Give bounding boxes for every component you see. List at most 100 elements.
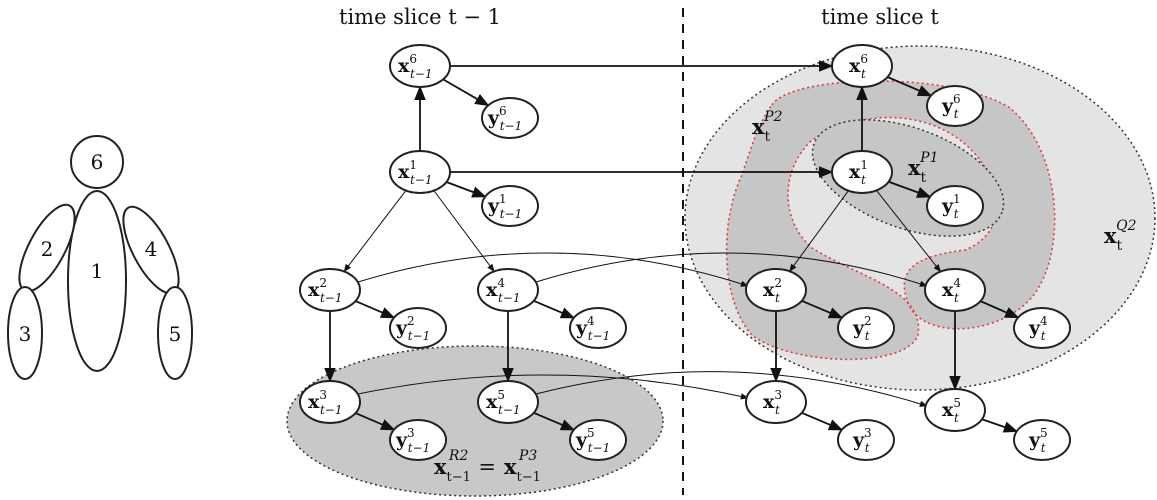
edge-tree-xc1-xc4 (876, 190, 942, 273)
node-circle-xc1 (831, 150, 893, 194)
body-part-model: 6 2 1 4 3 5 (7, 135, 193, 380)
node-circle-xc3 (745, 380, 807, 424)
body-part-label-6: 6 (91, 150, 104, 174)
node-circle-yc1 (926, 185, 984, 227)
edge-obs-xp4 (533, 300, 576, 319)
edge-obs-xc3 (801, 412, 844, 431)
node-circle-xc2 (745, 268, 807, 312)
edge-tree-xp1-xp2 (343, 190, 407, 273)
edge-tree-xp1-xp4 (433, 190, 495, 273)
body-part-1 (67, 190, 127, 372)
edge-obs-xc6 (887, 76, 933, 97)
edge-obs-xp3 (355, 412, 396, 431)
region-label-R2: xt−1R2=xt−1P3 (434, 448, 541, 485)
node-circle-yp2 (389, 307, 447, 349)
node-circle-yc3 (837, 419, 895, 461)
slice-label-curr: time slice t (821, 5, 939, 29)
body-part-label-5: 5 (169, 322, 182, 346)
body-part-label-1: 1 (91, 259, 104, 283)
edges (324, 60, 1020, 433)
regions (286, 45, 1156, 497)
node-circle-xp3 (299, 380, 361, 424)
region-R2 (286, 345, 664, 497)
node-circle-yp5 (569, 419, 627, 461)
node-circle-xp5 (477, 380, 539, 424)
edge-obs-xp2 (355, 300, 396, 319)
node-circle-yp4 (569, 307, 627, 349)
edge-obs-xp5 (533, 412, 576, 431)
edge-time-xp5 (535, 371, 928, 407)
node-circle-yc5 (1013, 419, 1071, 461)
edge-obs-xp1 (446, 181, 487, 198)
body-part-5 (157, 286, 193, 380)
region-labels: xtP2 xtP1 xtQ2 xt−1R2=xt−1P3 (434, 109, 1137, 485)
node-circle-xc4 (924, 268, 986, 312)
body-part-3 (7, 286, 43, 380)
body-part-label-3: 3 (19, 322, 32, 346)
region-label-P1: xtP1 (908, 150, 939, 186)
edge-obs-xp6 (442, 78, 490, 107)
node-circle-xc6 (831, 44, 893, 88)
node-circle-xp2 (299, 268, 361, 312)
edge-obs-xc1 (888, 180, 932, 198)
node-circle-yc6 (926, 85, 984, 127)
slice-label-prev: time slice t − 1 (339, 5, 501, 29)
node-circle-xp1 (389, 150, 451, 194)
edge-obs-xc5 (981, 418, 1019, 433)
edge-obs-xc4 (980, 300, 1020, 319)
edge-time-xp3 (357, 374, 749, 400)
edge-time-xp4 (535, 252, 928, 287)
node-circle-yp3 (389, 419, 447, 461)
node-circle-xp4 (477, 268, 539, 312)
edge-time-xp2 (357, 252, 749, 287)
body-part-6 (70, 135, 124, 189)
node-circle-yp6 (481, 97, 539, 139)
node-circle-xc5 (924, 388, 986, 432)
body-part-label-4: 4 (145, 237, 158, 261)
node-circle-yc4 (1013, 307, 1071, 349)
